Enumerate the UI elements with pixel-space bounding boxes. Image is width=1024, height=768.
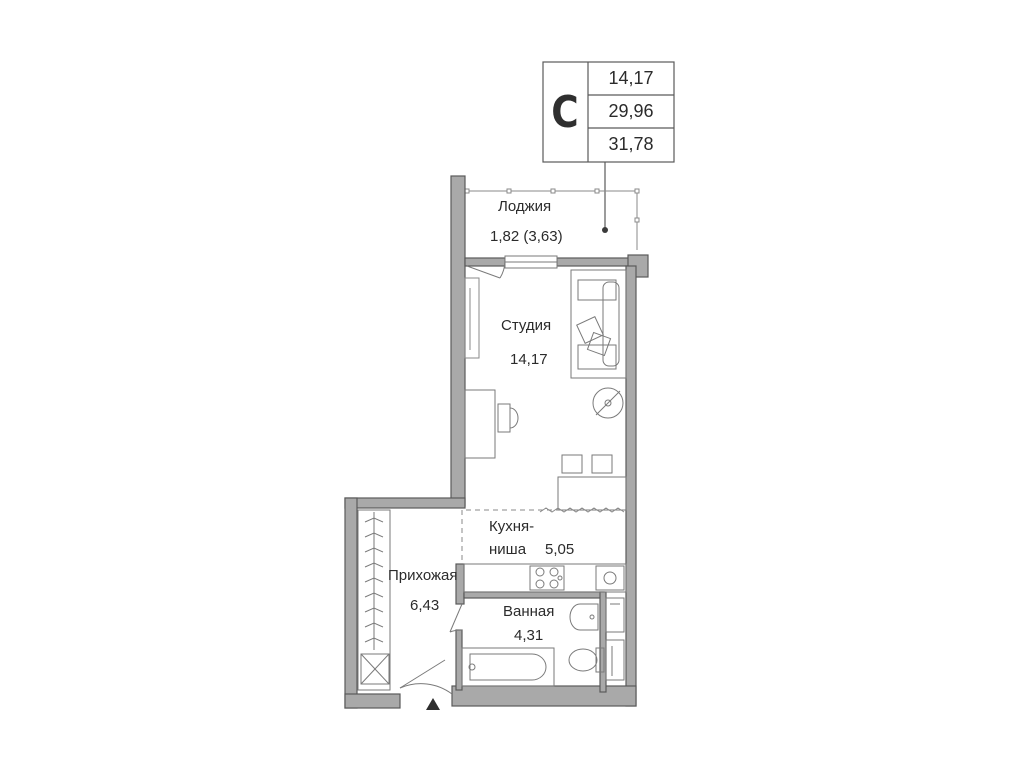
loggia-area-full: (3,63) xyxy=(523,228,563,245)
summary-box xyxy=(542,61,675,163)
studio-name: Студия xyxy=(501,317,552,334)
loggia-area-value: 1,82 xyxy=(490,228,520,245)
hallway-area: 6,43 xyxy=(410,597,440,614)
studio-area: 14,17 xyxy=(510,351,548,368)
bathroom-door xyxy=(449,603,463,633)
bathroom-name: Ванная xyxy=(503,603,555,620)
hallway-name: Прихожая xyxy=(388,567,458,584)
walls xyxy=(344,175,649,709)
kitchen-counter xyxy=(463,563,627,593)
loggia-name: Лоджия xyxy=(498,198,552,215)
dining-set xyxy=(557,454,627,511)
loggia-door xyxy=(466,261,506,279)
zone-curtain xyxy=(539,507,625,513)
kitchen-name-line1: Кухня- xyxy=(489,518,535,535)
sofa xyxy=(570,269,627,379)
total-area-value: 29,96 xyxy=(608,101,654,121)
zone-dividers xyxy=(461,509,626,564)
loggia-leader-dot xyxy=(602,227,608,233)
wardrobe xyxy=(357,509,391,691)
entry-door xyxy=(399,659,453,695)
bathroom-area: 4,31 xyxy=(514,627,544,644)
loggia-railing xyxy=(464,188,640,250)
living-area-value: 14,17 xyxy=(608,68,654,88)
bathroom-fixtures xyxy=(461,597,625,687)
desk xyxy=(464,389,519,459)
coffee-table xyxy=(592,387,624,419)
studio-cabinet xyxy=(464,277,480,359)
kitchen-name-line2: ниша xyxy=(489,541,527,558)
loggia-area: 1,82 (3,63) xyxy=(490,228,563,246)
apartment-type-letter: C xyxy=(551,86,579,138)
total-area-with-loggia-value: 31,78 xyxy=(608,134,654,154)
entrance-arrow-icon xyxy=(426,698,440,710)
windows xyxy=(504,255,558,269)
kitchen-area: 5,05 xyxy=(545,541,575,558)
